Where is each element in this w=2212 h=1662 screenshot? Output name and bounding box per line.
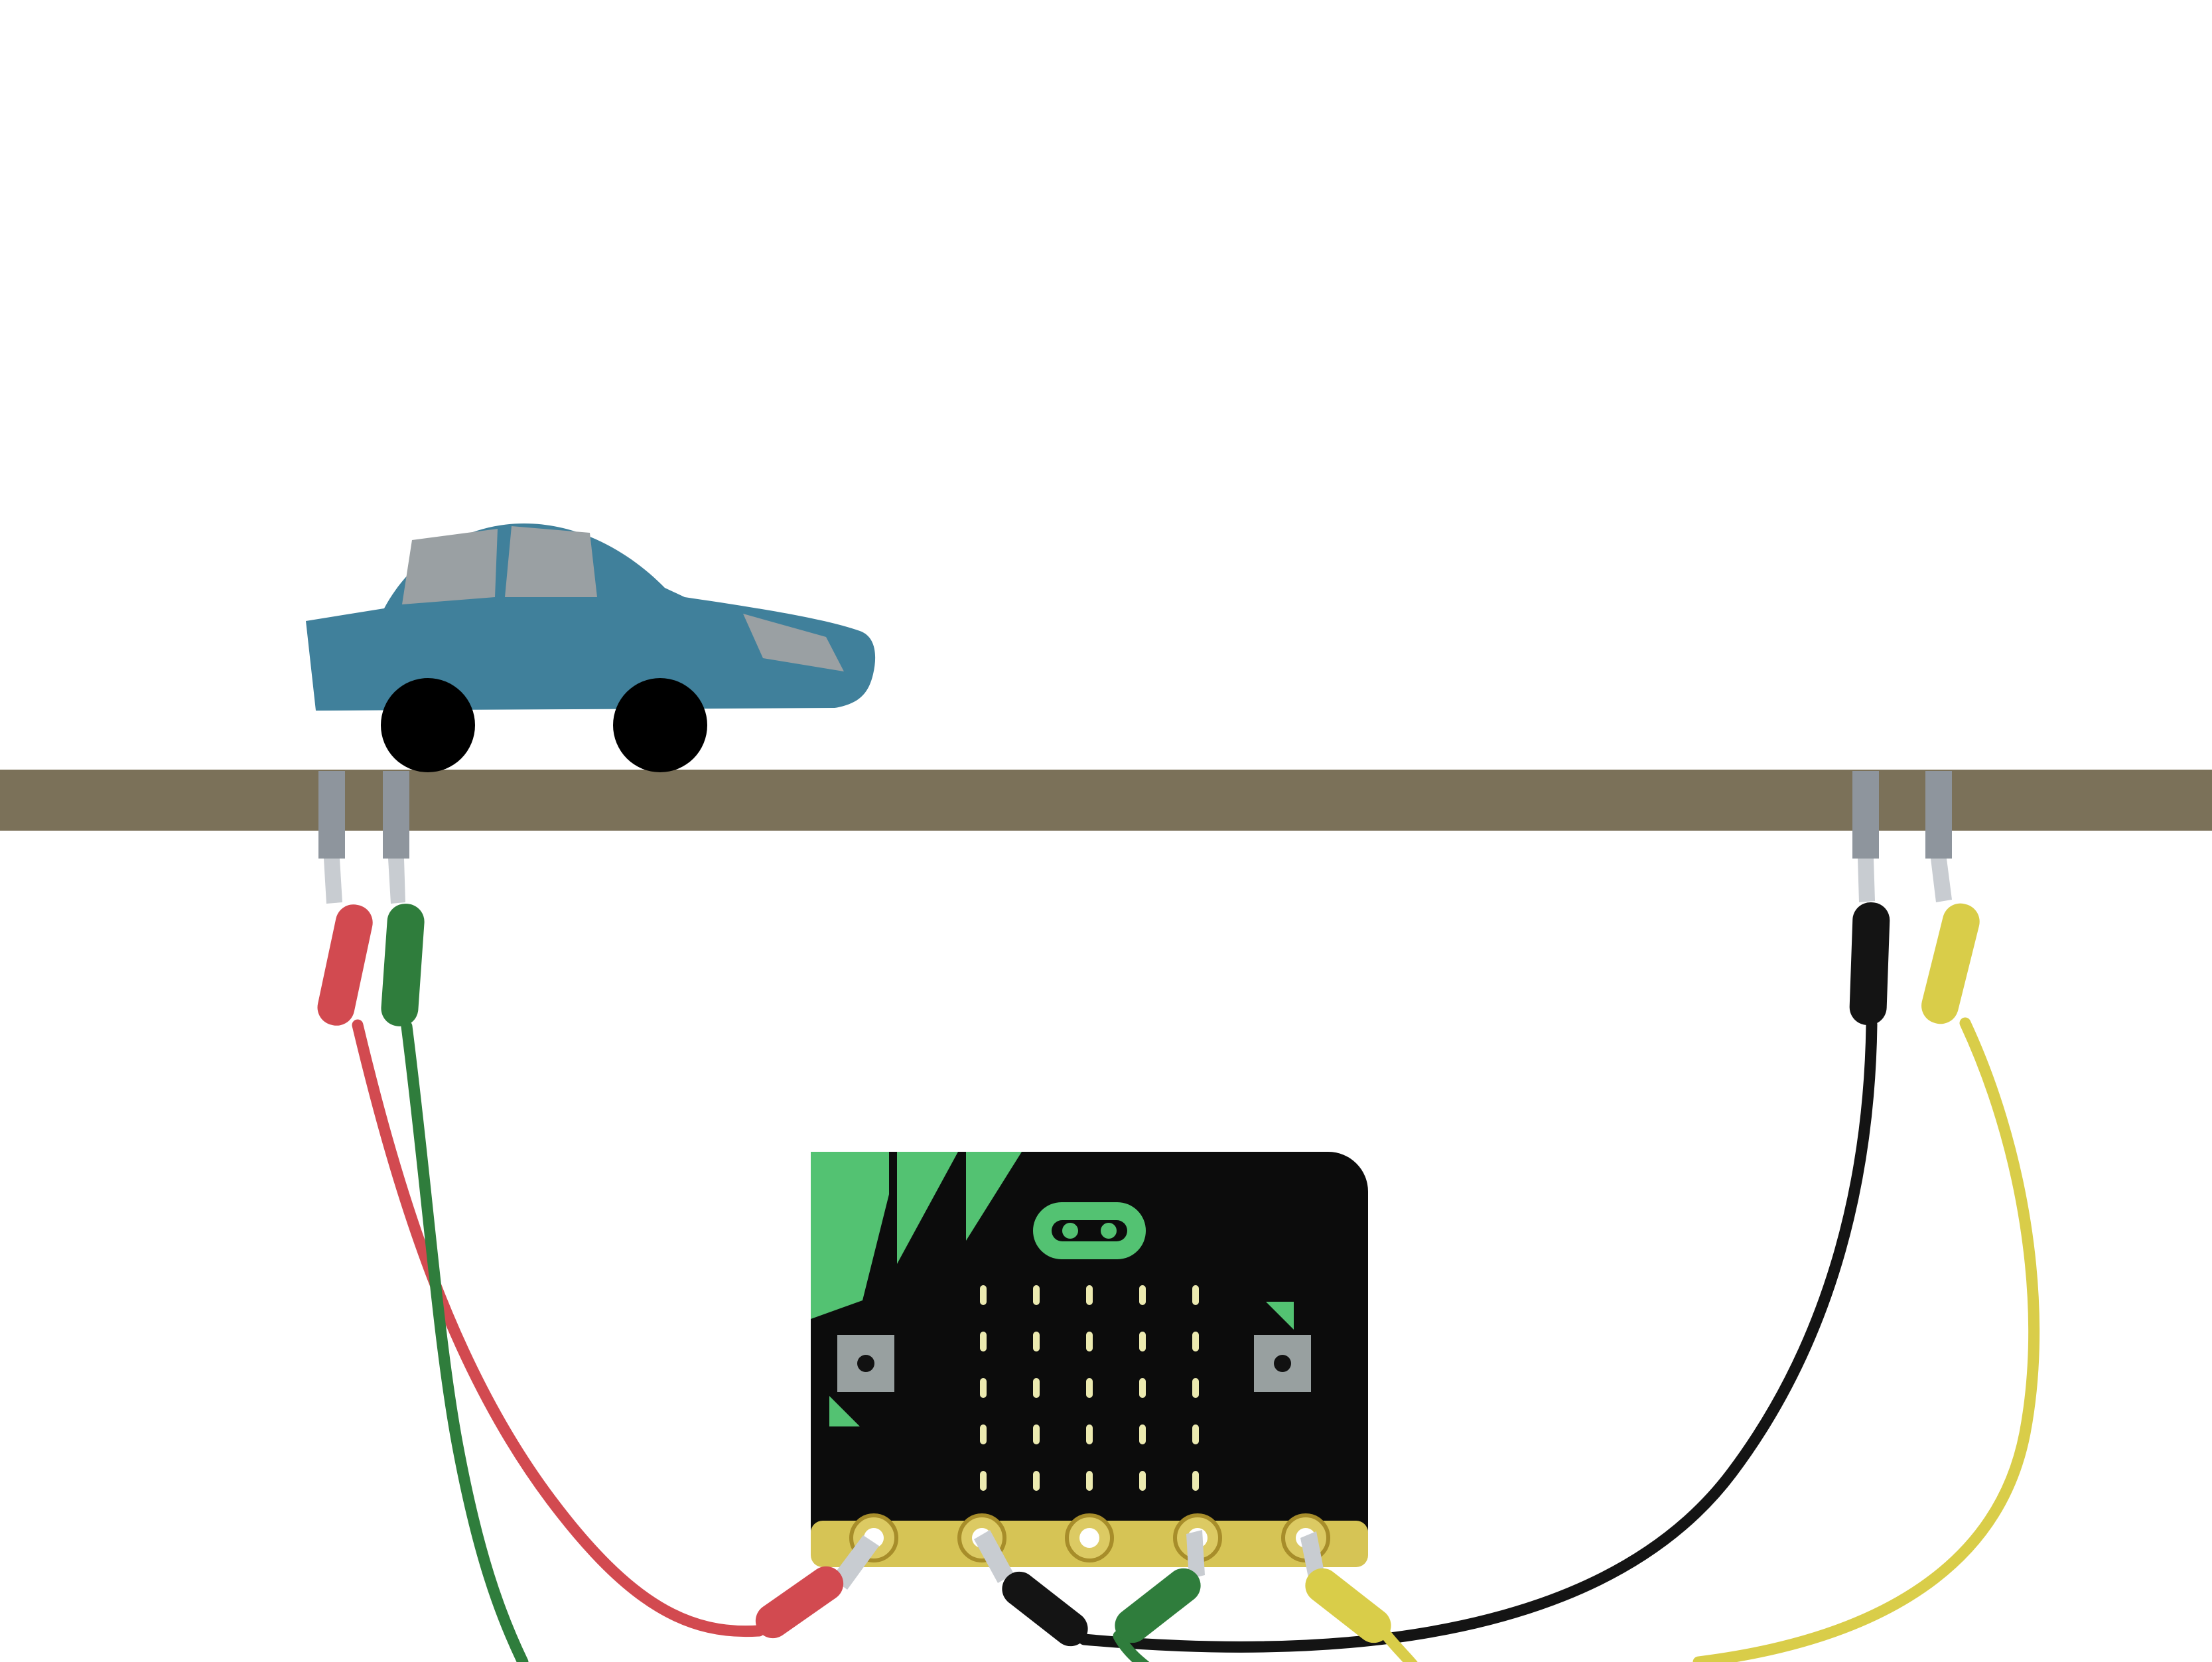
red-clip-boot-microbit: [755, 1566, 844, 1639]
logo-eye-left: [1062, 1223, 1078, 1239]
track: [0, 770, 2212, 831]
black-clip-jaw-track: [1858, 859, 1875, 902]
green-clip-boot-microbit: [1115, 1568, 1201, 1643]
green-clip-jaw-track: [388, 859, 405, 904]
black-clip-boot-microbit: [1002, 1571, 1088, 1647]
green-wire-stub: [1113, 1630, 1150, 1662]
green-clip-jaw-microbit: [1186, 1530, 1205, 1579]
track-pin-left-outer: [318, 771, 345, 859]
track-pin-right-outer: [1925, 771, 1952, 859]
car-rear-window: [402, 529, 498, 604]
black-clip-boot-track: [1849, 902, 1890, 1025]
yellow-clip-jaw-track: [1931, 859, 1952, 902]
black-clip-jaw-microbit: [974, 1530, 1014, 1583]
car-front-window: [505, 526, 597, 597]
track-bar: [0, 770, 2212, 831]
car-windows: [402, 526, 844, 671]
green-clip-boot-track: [381, 904, 425, 1026]
car-wheel-rear: [381, 678, 475, 772]
toy-car: [306, 523, 876, 772]
button-a-dot: [857, 1355, 874, 1372]
microbit-green-art: [811, 1152, 1294, 1426]
logo-eye-right: [1101, 1223, 1117, 1239]
lead-wires: [352, 1017, 2040, 1662]
red-clip-boot-track: [317, 904, 373, 1026]
clip-jaws: [324, 859, 1952, 1590]
red-clip-jaw-microbit: [831, 1535, 879, 1590]
green-wire: [401, 1020, 529, 1662]
microbit-board: [811, 1152, 1368, 1567]
logo-eyes: [1062, 1223, 1117, 1239]
car-wheel-front: [613, 678, 707, 772]
green-tooth-2: [966, 1152, 1022, 1241]
yellow-clip-boot-track: [1921, 903, 1980, 1024]
yellow-wire: [1693, 1017, 2040, 1662]
yellow-wire-stub: [1381, 1630, 1418, 1662]
red-clip-jaw-track: [324, 859, 342, 904]
button-b-dot: [1274, 1355, 1291, 1372]
button-dots: [857, 1355, 1291, 1372]
car-wheels: [381, 678, 707, 772]
green-tooth-1: [897, 1152, 958, 1264]
track-pins: [318, 771, 1952, 859]
microbit-body: [811, 1152, 1368, 1567]
car-windshield: [743, 614, 844, 671]
green-triangle-b: [1266, 1302, 1294, 1330]
microbit-buttons: [837, 1335, 1311, 1392]
pin-hole-3: [1079, 1528, 1099, 1548]
track-pin-left-inner: [383, 771, 409, 859]
black-wire: [1078, 1018, 1878, 1653]
track-pin-right-inner: [1852, 771, 1879, 859]
green-triangle-a: [829, 1396, 860, 1426]
microbit-logo: [1033, 1202, 1146, 1259]
red-wire: [352, 1019, 765, 1637]
clip-boots: [317, 902, 1980, 1647]
green-corner: [811, 1152, 889, 1319]
yellow-clip-boot-microbit: [1305, 1568, 1391, 1643]
